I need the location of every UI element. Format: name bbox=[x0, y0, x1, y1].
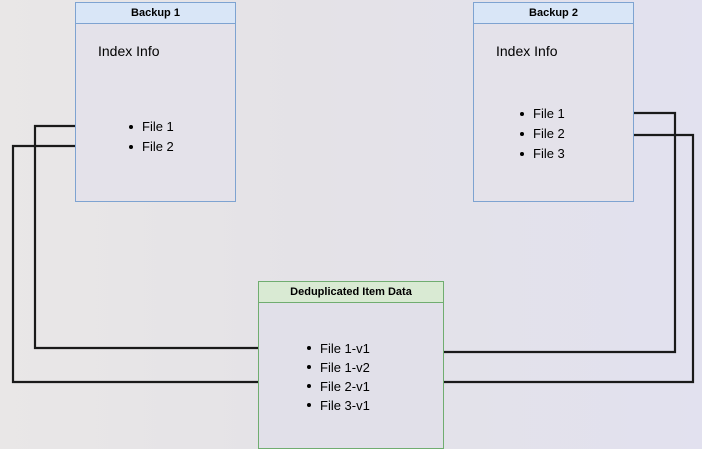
list-item[interactable]: File 1 bbox=[518, 104, 565, 124]
node-backup-1-title: Backup 1 bbox=[76, 3, 235, 24]
node-backup-2-title: Backup 2 bbox=[474, 3, 633, 24]
node-backup-1-section-label: Index Info bbox=[98, 43, 160, 59]
list-item[interactable]: File 2-v1 bbox=[305, 377, 370, 396]
node-backup-2-file-list: File 1 File 2 File 3 bbox=[518, 104, 565, 164]
list-item[interactable]: File 2 bbox=[127, 137, 174, 157]
list-item[interactable]: File 3 bbox=[518, 144, 565, 164]
list-item[interactable]: File 1-v1 bbox=[305, 339, 370, 358]
list-item[interactable]: File 3-v1 bbox=[305, 396, 370, 415]
node-backup-2-section-label: Index Info bbox=[496, 43, 558, 59]
node-dedup-title: Deduplicated Item Data bbox=[259, 282, 443, 303]
list-item[interactable]: File 2 bbox=[518, 124, 565, 144]
list-item[interactable]: File 1-v2 bbox=[305, 358, 370, 377]
node-dedup-file-list: File 1-v1 File 1-v2 File 2-v1 File 3-v1 bbox=[305, 339, 370, 415]
node-backup-2[interactable]: Backup 2 Index Info File 1 File 2 File 3 bbox=[473, 2, 634, 202]
list-item[interactable]: File 1 bbox=[127, 117, 174, 137]
node-deduplicated-item-data[interactable]: Deduplicated Item Data File 1-v1 File 1-… bbox=[258, 281, 444, 449]
node-backup-1[interactable]: Backup 1 Index Info File 1 File 2 bbox=[75, 2, 236, 202]
node-backup-1-file-list: File 1 File 2 bbox=[127, 117, 174, 157]
